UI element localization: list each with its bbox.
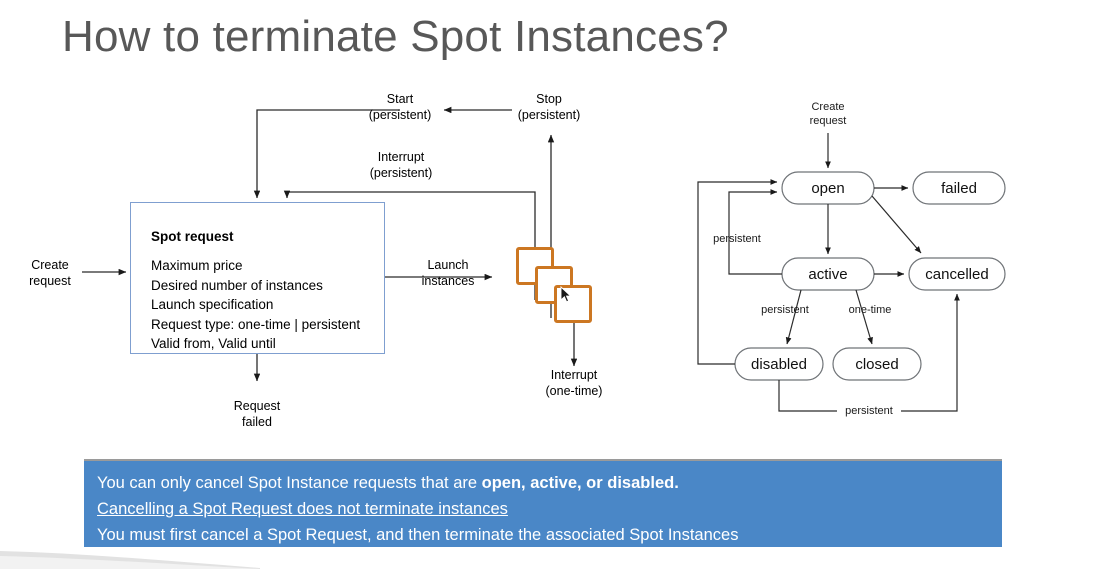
spot-request-attribute-list: Maximum price Desired number of instance…	[151, 256, 360, 354]
edge-label-persistent-active: persistent	[761, 304, 809, 316]
list-item: Maximum price	[151, 258, 243, 273]
instance-square-front	[554, 285, 592, 323]
state-node-failed	[912, 171, 1006, 205]
edge-label-persistent-bottom: persistent	[837, 404, 901, 418]
list-item: Valid from, Valid until	[151, 336, 276, 351]
callout-box: You can only cancel Spot Instance reques…	[84, 459, 1002, 547]
callout-line-1-prefix: You can only cancel Spot Instance reques…	[97, 474, 482, 492]
label-state-create-request: Create request	[809, 101, 847, 127]
ec2-instances-icon	[516, 247, 596, 323]
label-create-request: Create request	[29, 258, 71, 288]
page-title: How to terminate Spot Instances?	[62, 12, 729, 61]
state-node-open	[781, 171, 875, 205]
label-request-failed: Request failed	[233, 399, 281, 429]
label-stop-persistent: Stop (persistent)	[517, 92, 581, 122]
state-node-cancelled	[908, 257, 1006, 291]
list-item: Launch specification	[151, 297, 274, 312]
label-interrupt-persistent: Interrupt (persistent)	[369, 150, 433, 180]
callout-line-3: You must first cancel a Spot Request, an…	[97, 526, 739, 544]
mouse-pointer-icon	[560, 286, 572, 303]
callout-line-1-bold: open, active, or disabled.	[481, 474, 679, 492]
list-item: Request type: one-time | persistent	[151, 316, 361, 332]
label-interrupt-one-time: Interrupt (one-time)	[545, 368, 603, 398]
label-launch-instances: Launch instances	[421, 258, 475, 288]
slide-decoration-swoosh	[0, 551, 260, 569]
callout-line-2: Cancelling a Spot Request does not termi…	[97, 500, 508, 518]
spot-request-title: Spot request	[151, 229, 234, 244]
state-node-active	[781, 257, 875, 291]
edge-label-one-time-active: one-time	[848, 304, 892, 316]
edge-label-persistent-left: persistent	[713, 233, 761, 245]
state-node-disabled	[734, 347, 824, 381]
list-item: Desired number of instances	[151, 277, 323, 293]
state-node-closed	[832, 347, 922, 381]
label-start-persistent: Start (persistent)	[368, 92, 432, 122]
spot-request-box: Spot request Maximum price Desired numbe…	[130, 202, 385, 354]
callout-line-1: You can only cancel Spot Instance reques…	[97, 473, 679, 493]
